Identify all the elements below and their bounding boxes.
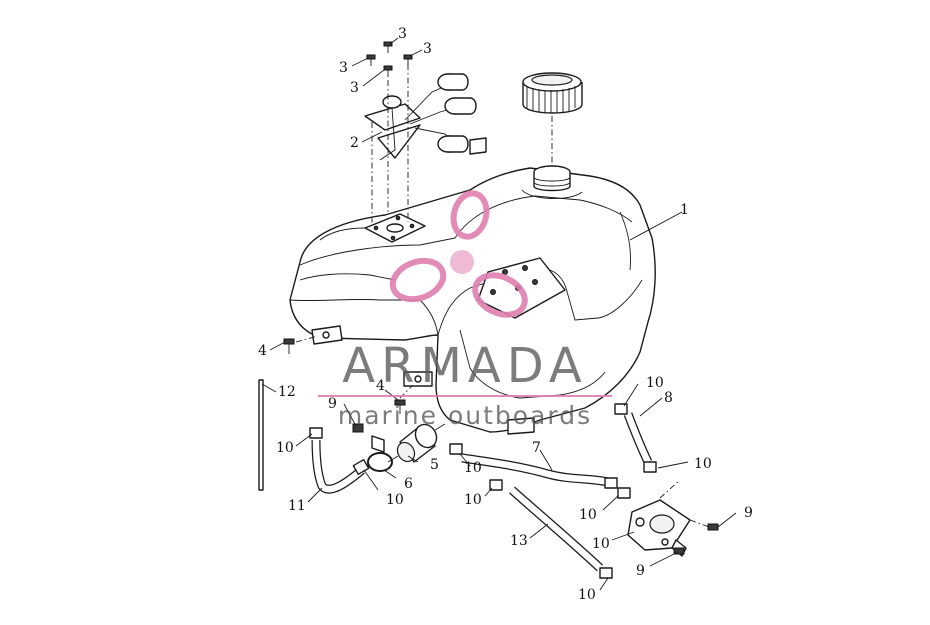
bolt-icon (394, 399, 406, 414)
screw-group (366, 41, 413, 77)
hose-clip-icon (614, 403, 628, 415)
hose-clip-icon (617, 487, 631, 499)
callout-10: 10 (578, 587, 596, 603)
callout-10: 10 (464, 492, 482, 508)
hose-12 (311, 439, 365, 494)
callout-10: 10 (646, 375, 664, 391)
fuel-pump (627, 479, 713, 557)
callout-9: 9 (744, 505, 753, 521)
screw-icon (383, 41, 393, 53)
hose-clip-icon (449, 443, 463, 455)
watermark-brand: ARMADA (342, 338, 587, 394)
callout-8: 8 (664, 390, 673, 406)
hose-clip-icon (643, 461, 657, 473)
hose-clip-icon (604, 477, 618, 489)
fuel-filter (387, 423, 446, 463)
callout-12: 11 (288, 498, 306, 514)
watermark: ARMADA marine outboards (318, 190, 612, 430)
fuel-sender (364, 73, 487, 161)
hose-clip-icon (599, 567, 613, 579)
callout-10: 10 (386, 492, 404, 508)
hose-14 (509, 486, 604, 572)
callout-9: 9 (636, 563, 645, 579)
clip-icon (352, 423, 364, 433)
callout-3: 3 (423, 41, 432, 57)
hose-clip-icon (352, 458, 370, 476)
callout-10: 10 (464, 460, 482, 476)
callout-5: 5 (430, 457, 439, 473)
hose-8 (623, 412, 653, 464)
callout-2: 2 (350, 135, 359, 151)
callout-10: 10 (579, 507, 597, 523)
callout-9: 9 (328, 396, 337, 412)
callout-1: 1 (680, 202, 689, 218)
callout-11: 10 (592, 536, 610, 552)
screw-icon (403, 54, 413, 66)
callout-3: 3 (350, 80, 359, 96)
callout-3: 3 (398, 26, 407, 42)
callout-3: 3 (339, 60, 348, 76)
screw-icon (673, 547, 685, 555)
callout-4: 4 (258, 343, 267, 359)
callout-6: 6 (404, 476, 413, 492)
screw-icon (707, 523, 719, 531)
propeller-logo-icon (389, 190, 528, 318)
callout-14: 13 (510, 533, 528, 549)
screw-icon (366, 54, 376, 66)
clamp (367, 435, 393, 472)
callout-labels: 1 2 3 3 3 3 4 4 5 6 7 8 9 9 9 10 10 10 1… (258, 26, 753, 603)
callout-10: 10 (276, 440, 294, 456)
vent-hose (258, 379, 264, 491)
callout-4: 4 (376, 378, 385, 394)
hose-clip-icon (489, 479, 503, 491)
bolt-icon (283, 338, 295, 354)
hose-7 (461, 453, 609, 487)
watermark-tagline: marine outboards (338, 401, 592, 430)
callout-10: 10 (694, 456, 712, 472)
hose-clip-icon (309, 427, 323, 439)
fuel-cap (522, 72, 583, 114)
callout-13: 12 (278, 384, 296, 400)
screw-icon (383, 65, 393, 77)
callout-7: 7 (532, 440, 541, 456)
